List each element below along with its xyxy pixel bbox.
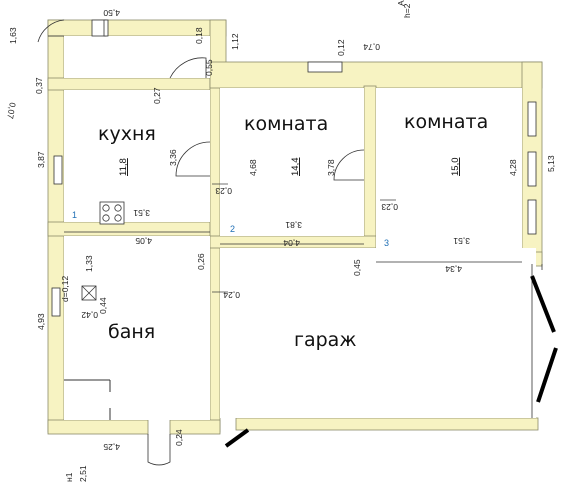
wall-rooms-top: [209, 61, 543, 89]
dim-kitchen-336: 3,36: [168, 149, 178, 166]
dim-top-outer: 4,50: [103, 8, 120, 18]
dim-bath-044: 0,44: [98, 297, 108, 314]
dim-room2-351: 3,51: [453, 236, 470, 246]
window-bath-left: [51, 287, 61, 317]
bath-partition: [64, 379, 111, 420]
dim-bath-133: 1,33: [84, 255, 94, 272]
dim-room1-378: 3,78: [326, 159, 336, 176]
room-label-bath: баня: [108, 321, 155, 343]
wall-mid-vertical: [209, 77, 221, 433]
dim-left-387: 3,87: [36, 151, 46, 168]
dim-bottom-425: 4,25: [103, 442, 120, 452]
room-number-3: 3: [384, 238, 389, 248]
area-room1: 14,4: [290, 158, 301, 177]
room-label-garage: гараж: [294, 329, 356, 351]
room-number-1: 1: [72, 210, 77, 220]
dim-left-007: 0,07: [5, 102, 18, 120]
dimension-ticks: [64, 183, 522, 293]
area-kitchen: 11,8: [118, 158, 129, 176]
door-kitchen: [175, 141, 211, 177]
window-room2-right-3: [527, 199, 537, 235]
window-top-2: [103, 19, 109, 37]
door-bath: [147, 434, 171, 466]
dim-bath-042: 0,42: [81, 310, 98, 320]
dim-room1-023: 0,23: [215, 186, 232, 196]
dim-room2-513: 5,13: [546, 155, 556, 172]
dim-kitchen-405: 4,05: [135, 236, 152, 246]
dim-top-012: 0,12: [336, 39, 346, 56]
dim-room2-428: 4,28: [508, 159, 518, 176]
dim-bottom-251: 2,51: [78, 465, 88, 482]
dim-left-493: 4,93: [36, 313, 46, 330]
stove-icon: [99, 201, 125, 225]
dim-kitchen-351: 3,51: [133, 208, 150, 218]
dim-room1-381: 3,81: [285, 220, 302, 230]
dim-top-018: 0,18: [194, 27, 204, 44]
door-room2: [333, 149, 365, 181]
dim-top-074: 0,74: [363, 42, 380, 52]
room-label-kitchen: кухня: [98, 123, 156, 145]
dim-mid-045: 0,45: [352, 259, 362, 276]
room-label-room1: комната: [244, 113, 328, 135]
dim-left-037: 0,37: [34, 77, 44, 94]
windows: [51, 19, 537, 317]
window-room2-right-2: [527, 151, 537, 187]
wall-bath-bottom: [47, 419, 149, 435]
dim-mid-024: 0,24: [223, 290, 240, 300]
dim-room2-434: 4,34: [445, 264, 462, 274]
dim-bath-d012: d=0,12: [60, 275, 70, 302]
area-room2: 15,0: [450, 158, 461, 177]
dim-top-112: 1,12: [230, 33, 240, 50]
dim-mid-026: 0,26: [196, 253, 206, 270]
door-entry: [37, 19, 65, 43]
bath-stove-icon: [81, 285, 97, 301]
garage-gate: [224, 264, 558, 448]
wall-kitchen-top: [47, 77, 219, 91]
dim-room1-468: 4,68: [248, 159, 258, 176]
room-label-room2: комната: [404, 111, 488, 133]
corner-a: A: [396, 0, 406, 6]
window-room2-right-1: [527, 101, 537, 137]
doors: [37, 19, 365, 466]
wall-garage-bottom: [235, 417, 539, 431]
dim-bottom-024: 0,24: [174, 429, 184, 446]
window-rooms-top: [307, 61, 343, 73]
window-kitchen-left: [53, 155, 63, 185]
corner-h2: h=2: [402, 3, 412, 18]
door-kitchen-top: [169, 57, 207, 79]
dim-top-055: 0,55: [204, 59, 214, 76]
dim-left-163: 1,63: [8, 27, 18, 44]
dim-kitchen-027: 0,27: [152, 87, 162, 104]
dim-room1-404: 4,04: [283, 238, 300, 248]
room-number-2: 2: [230, 224, 235, 234]
wall-kitchen-bottom: [47, 221, 219, 237]
corner-n1: н1: [64, 472, 74, 482]
dimensions: 4,50 1,63 0,37 0,07 3,87 4,93 1,12 0,18 …: [5, 0, 556, 482]
dim-room2-023: 0,23: [381, 202, 398, 212]
